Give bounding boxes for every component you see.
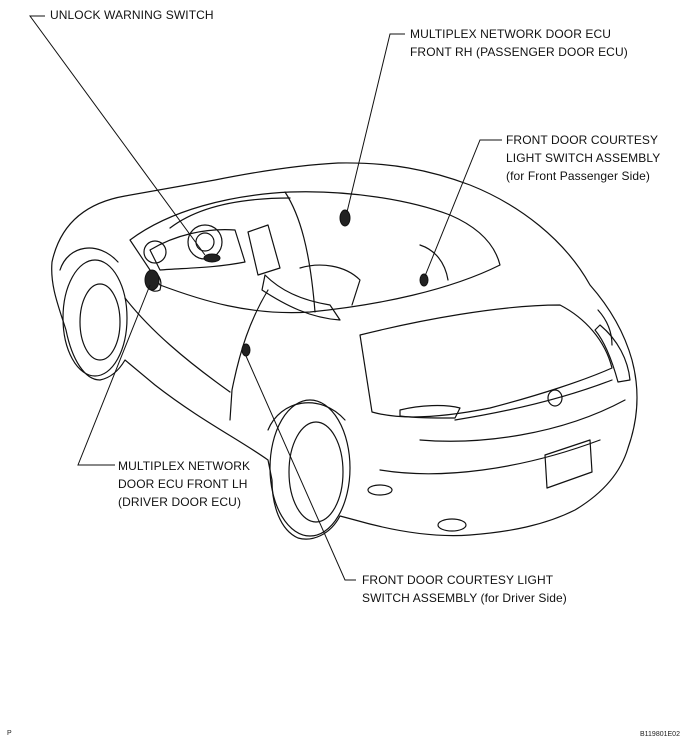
car-body-outline: [51, 162, 638, 540]
label-courtesy-passenger: FRONT DOOR COURTESY LIGHT SWITCH ASSEMBL…: [506, 133, 661, 183]
label-ecu-lh: MULTIPLEX NETWORK DOOR ECU FRONT LH (DRI…: [118, 459, 251, 509]
emblem: [547, 389, 563, 407]
windshield: [129, 191, 501, 314]
leader-courtesy-driver: [245, 355, 356, 581]
courtesy-driver-marker: [241, 343, 251, 357]
leader-courtesy-passenger: [424, 139, 502, 277]
license-plate: [544, 439, 593, 489]
footer-right: B119801E02: [640, 731, 680, 738]
ecu-rh-marker: [339, 209, 351, 227]
door-line: [229, 289, 269, 421]
unlock-warning-switch-marker: [203, 253, 221, 263]
courtesy-passenger-marker: [419, 273, 429, 287]
label-courtesy-driver: FRONT DOOR COURTESY LIGHT SWITCH ASSEMBL…: [362, 573, 567, 605]
ecu-lh-marker: [144, 269, 160, 291]
label-unlock-warning-switch: UNLOCK WARNING SWITCH: [50, 8, 214, 22]
leader-unlock-warning-switch: [29, 15, 206, 256]
leader-ecu-lh: [77, 284, 151, 466]
leader-ecu-rh: [346, 33, 405, 213]
footer-left: P: [7, 730, 12, 737]
rear-wheel: [269, 399, 351, 537]
front-wheel: [62, 259, 128, 377]
trunk-lid: [359, 304, 613, 418]
label-ecu-rh: MULTIPLEX NETWORK DOOR ECU FRONT RH (PAS…: [410, 27, 628, 59]
